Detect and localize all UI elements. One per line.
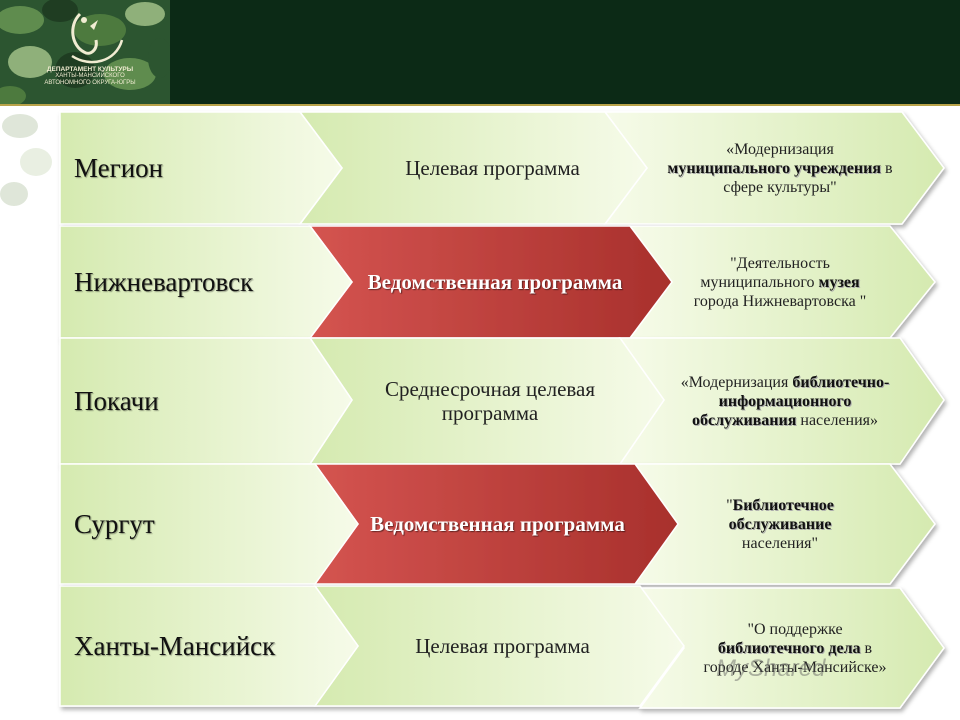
description-text: «Модернизация муниципального учреждения … <box>667 140 893 196</box>
header-divider <box>0 104 960 106</box>
row-5-shapes <box>59 585 945 709</box>
program-label: Среднесрочная целевая программа <box>384 377 596 425</box>
city-label: Покачи <box>74 385 159 416</box>
city-label: Ханты-Мансийск <box>74 630 276 661</box>
program-label: Целевая программа <box>415 634 590 658</box>
logo-line-2: ХАНТЫ-МАНСИЙСКОГО <box>55 73 125 79</box>
program-description: «Модернизация муниципального учреждения … <box>665 112 895 224</box>
logo-line-1: ДЕПАРТАМЕНТ КУЛЬТУРЫ <box>46 66 134 73</box>
program-label: Целевая программа <box>405 156 580 180</box>
side-camouflage-pattern <box>0 114 52 206</box>
row-2-shapes <box>59 225 936 339</box>
city-label: Нижневартовск <box>74 266 254 297</box>
program-description: "Библиотечное обслуживание населения" <box>690 464 870 584</box>
description-text: "Библиотечное обслуживание населения" <box>726 496 834 552</box>
city-label: Мегион <box>74 152 164 183</box>
description-text: «Модернизация библиотечно-информационног… <box>680 373 890 429</box>
city-label: Сургут <box>74 508 155 539</box>
program-label: Ведомственная программа <box>367 270 623 294</box>
program-description: "О поддержке библиотечного дела в городе… <box>700 588 890 708</box>
program-description: "Деятельность муниципального музея город… <box>680 226 880 338</box>
logo-caption: ДЕПАРТАМЕНТ КУЛЬТУРЫ ХАНТЫ-МАНСИЙСКОГО А… <box>40 66 140 87</box>
department-logo-icon <box>71 12 124 64</box>
row-3-shapes <box>59 337 945 465</box>
program-description: «Модернизация библиотечно-информационног… <box>680 338 890 464</box>
description-text: "О поддержке библиотечного дела в городе… <box>703 620 887 676</box>
description-text: "Деятельность муниципального музея город… <box>693 254 867 310</box>
program-label: Ведомственная программа <box>370 512 625 536</box>
row-1-shapes <box>59 111 945 225</box>
watermark: MyShared <box>716 655 826 682</box>
row-4-shapes <box>59 463 936 585</box>
header-band: ДЕПАРТАМЕНТ КУЛЬТУРЫ ХАНТЫ-МАНСИЙСКОГО А… <box>0 0 960 104</box>
logo-line-3: АВТОНОМНОГО ОКРУГА-ЮГРЫ <box>44 80 136 86</box>
